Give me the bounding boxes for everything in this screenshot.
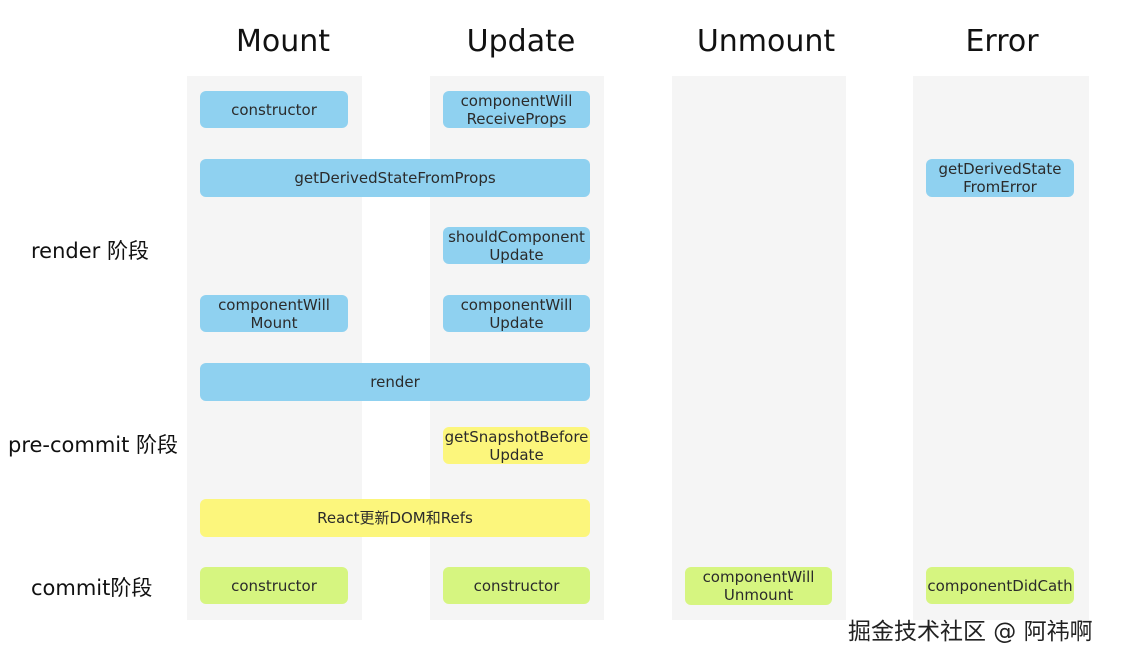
component-will-update-box: componentWill Update: [443, 295, 590, 332]
precommit-phase-label: pre-commit 阶段: [8, 433, 179, 457]
unmount-column-title: Unmount: [696, 24, 836, 59]
box-label-line1: componentWill: [702, 568, 815, 586]
should-component-update-box: shouldComponent Update: [443, 227, 590, 264]
mount-column-title: Mount: [235, 24, 331, 59]
error-column-title: Error: [965, 24, 1039, 59]
render-method-box: render: [200, 363, 590, 401]
box-label-line1: componentWill: [218, 295, 330, 314]
box-label: render: [370, 373, 420, 391]
box-label: componentDidCath: [927, 576, 1073, 595]
get-derived-state-from-props-box: getDerivedStateFromProps: [200, 159, 590, 197]
render-phase-label: render 阶段: [31, 239, 149, 263]
mount-constructor-box: constructor: [200, 91, 348, 128]
box-label-line1: shouldComponent: [448, 227, 585, 246]
react-update-dom-refs-box: React更新DOM和Refs: [200, 499, 590, 537]
get-derived-state-from-error-box: getDerivedState FromError: [926, 159, 1074, 197]
update-commit-box: constructor: [443, 567, 590, 604]
update-column-title: Update: [466, 24, 576, 59]
box-label-line1: getDerivedState: [938, 160, 1062, 178]
box-label-line2: Mount: [250, 313, 298, 332]
component-will-receive-props-box: componentWill ReceiveProps: [443, 91, 590, 128]
commit-phase-label: commit阶段: [31, 576, 153, 600]
box-label-line1: getSnapshotBefore: [444, 427, 589, 446]
component-will-mount-box: componentWill Mount: [200, 295, 348, 332]
box-label-line1: componentWill: [460, 91, 573, 110]
box-label-line1: componentWill: [460, 295, 573, 314]
box-label-line2: Update: [489, 245, 544, 264]
error-column-background: [913, 76, 1089, 620]
watermark: 掘金技术社区 @ 阿祎啊: [848, 619, 1093, 645]
box-label-line2: Update: [489, 313, 544, 332]
update-column-background: [430, 76, 604, 620]
box-label: constructor: [473, 576, 560, 595]
box-label-line2: Unmount: [723, 586, 794, 604]
box-label: getDerivedStateFromProps: [294, 169, 496, 187]
mount-column-background: [187, 76, 362, 620]
box-label-line2: FromError: [963, 178, 1037, 196]
mount-commit-box: constructor: [200, 567, 348, 604]
unmount-column-background: [672, 76, 846, 620]
box-label: constructor: [231, 100, 317, 119]
box-label: React更新DOM和Refs: [317, 509, 473, 527]
component-will-unmount-box: componentWill Unmount: [685, 567, 832, 605]
box-label-line2: ReceiveProps: [466, 109, 567, 128]
box-label-line2: Update: [489, 445, 544, 464]
get-snapshot-before-update-box: getSnapshotBefore Update: [443, 427, 590, 464]
component-did-catch-box: componentDidCath: [926, 567, 1074, 604]
box-label: constructor: [231, 576, 317, 595]
